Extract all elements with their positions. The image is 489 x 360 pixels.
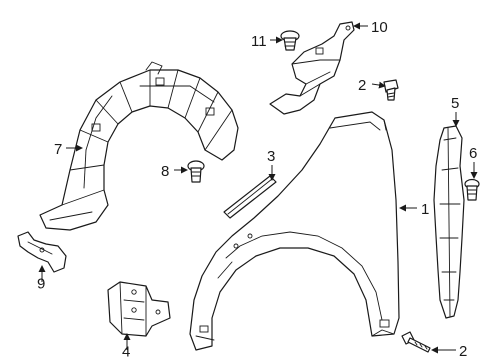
clip-right-part [464,178,480,201]
leader-lines [38,22,478,354]
callout-6: 6 [469,145,477,162]
clip-center-part [187,160,205,183]
callout-8: 8 [161,163,169,180]
push-clip-part [280,30,300,51]
callout-7: 7 [54,141,62,158]
bolt-lower-part [401,331,431,353]
callout-1: 1 [421,201,429,218]
callout-2-lower: 2 [459,343,467,360]
molding-part [223,175,277,219]
upper-bracket-part [269,21,355,115]
front-bracket-part [17,231,67,273]
callout-11: 11 [251,33,267,50]
fender-liner-part [39,61,239,231]
callout-10: 10 [371,19,388,36]
fender-part [189,111,400,351]
callout-2-upper: 2 [358,77,366,94]
leader-2-upper [371,81,386,89]
callout-4: 4 [122,343,130,360]
callout-5: 5 [451,95,459,112]
bracket-part [107,281,171,337]
bolt-upper-part [383,79,399,101]
side-shield-part [433,125,465,319]
callout-labels: 1 2 2 3 4 5 6 7 8 9 10 11 [37,19,477,360]
callout-3: 3 [267,148,275,165]
callout-9: 9 [37,275,45,292]
